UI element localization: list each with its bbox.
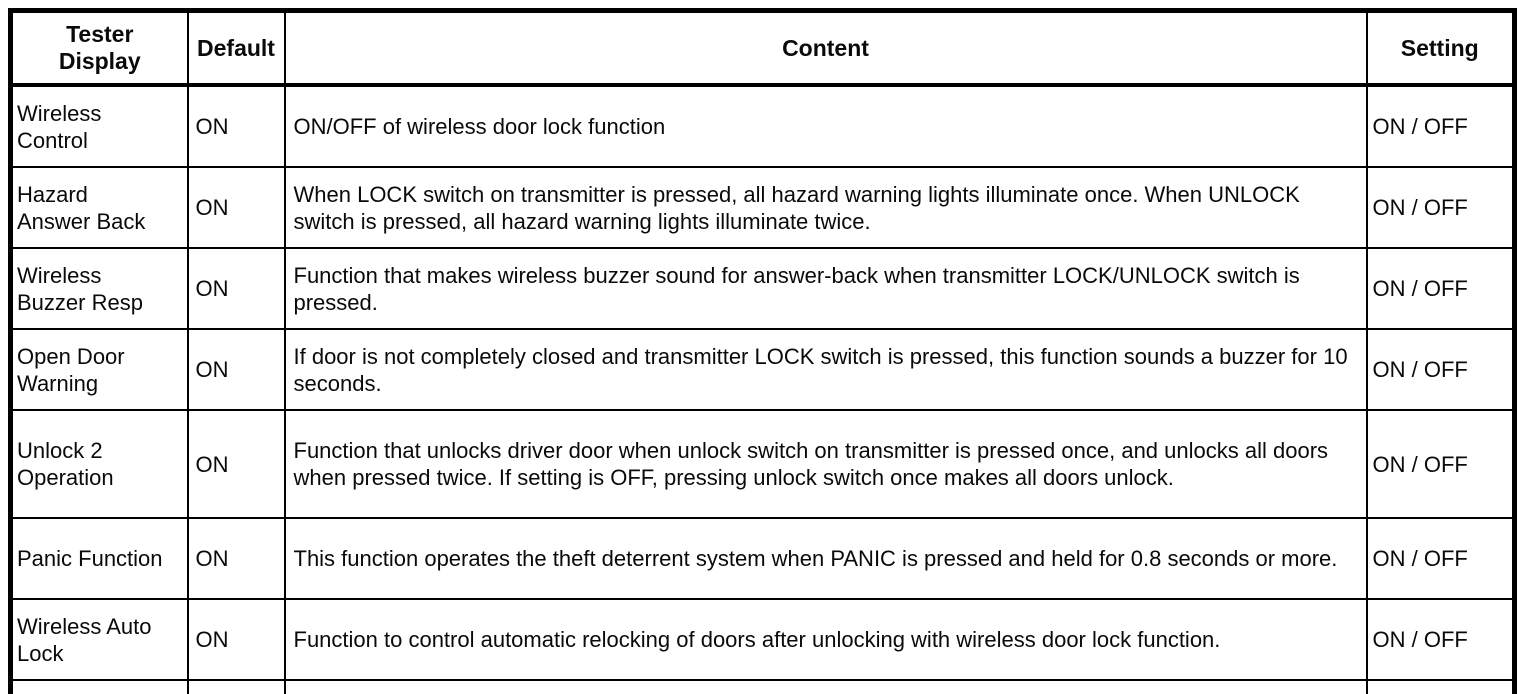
cell-setting-options: ON / OFF xyxy=(1365,328,1516,411)
cell-default-value: ON xyxy=(186,84,286,168)
table-row: Hazard Answer Back ON When LOCK switch o… xyxy=(9,166,1516,249)
header-row: Tester Display Default Content Setting xyxy=(9,9,1516,87)
cell-content-description: This function operates the theft deterre… xyxy=(283,517,1368,600)
cell-setting-options: 30 s / 60 s / 120s xyxy=(1365,679,1516,694)
cell-default-value: ON xyxy=(186,328,286,411)
column-header-default: Default xyxy=(186,9,286,87)
cell-setting-options: ON / OFF xyxy=(1365,247,1516,330)
cell-setting-options: ON / OFF xyxy=(1365,517,1516,600)
cell-tester-display: Wireless Control xyxy=(9,84,189,168)
cell-setting-options: ON / OFF xyxy=(1365,409,1516,519)
cell-tester-display: Panic Function xyxy=(9,517,189,600)
cell-tester-display: Unlock 2 Operation xyxy=(9,409,189,519)
cell-content-description: This function controls amount of time fr… xyxy=(283,679,1368,694)
cell-content-description: Function that unlocks driver door when u… xyxy=(283,409,1368,519)
cell-default-value: ON xyxy=(186,409,286,519)
cell-setting-options: ON / OFF xyxy=(1365,598,1516,681)
column-header-setting: Setting xyxy=(1365,9,1516,87)
table-row: Unlock 2 Operation ON Function that unlo… xyxy=(9,409,1516,519)
customization-settings-table: Tester Display Default Content Setting W… xyxy=(8,8,1517,694)
column-header-tester-display: Tester Display xyxy=(9,9,189,87)
cell-tester-display: Hazard Answer Back xyxy=(9,166,189,249)
column-header-content: Content xyxy=(283,9,1368,87)
cell-default-value: ON xyxy=(186,598,286,681)
cell-tester-display: Auto Lock Time xyxy=(9,679,189,694)
table-row: Panic Function ON This function operates… xyxy=(9,517,1516,600)
cell-default-value: ON xyxy=(186,247,286,330)
table-row: Wireless Control ON ON/OFF of wireless d… xyxy=(9,84,1516,168)
cell-tester-display: Wireless Buzzer Resp xyxy=(9,247,189,330)
table-row: Wireless Buzzer Resp ON Function that ma… xyxy=(9,247,1516,330)
cell-content-description: Function that makes wireless buzzer soun… xyxy=(283,247,1368,330)
table-row: Open Door Warning ON If door is not comp… xyxy=(9,328,1516,411)
cell-tester-display: Open Door Warning xyxy=(9,328,189,411)
cell-content-description: If door is not completely closed and tra… xyxy=(283,328,1368,411)
cell-tester-display: Wireless Auto Lock xyxy=(9,598,189,681)
cell-content-description: When LOCK switch on transmitter is press… xyxy=(283,166,1368,249)
table-row: Auto Lock Time 60s This function control… xyxy=(9,679,1516,694)
cell-default-value: ON xyxy=(186,517,286,600)
cell-setting-options: ON / OFF xyxy=(1365,166,1516,249)
cell-content-description: Function to control automatic relocking … xyxy=(283,598,1368,681)
cell-setting-options: ON / OFF xyxy=(1365,84,1516,168)
cell-default-value: ON xyxy=(186,166,286,249)
cell-default-value: 60s xyxy=(186,679,286,694)
table-row: Wireless Auto Lock ON Function to contro… xyxy=(9,598,1516,681)
cell-content-description: ON/OFF of wireless door lock function xyxy=(283,84,1368,168)
